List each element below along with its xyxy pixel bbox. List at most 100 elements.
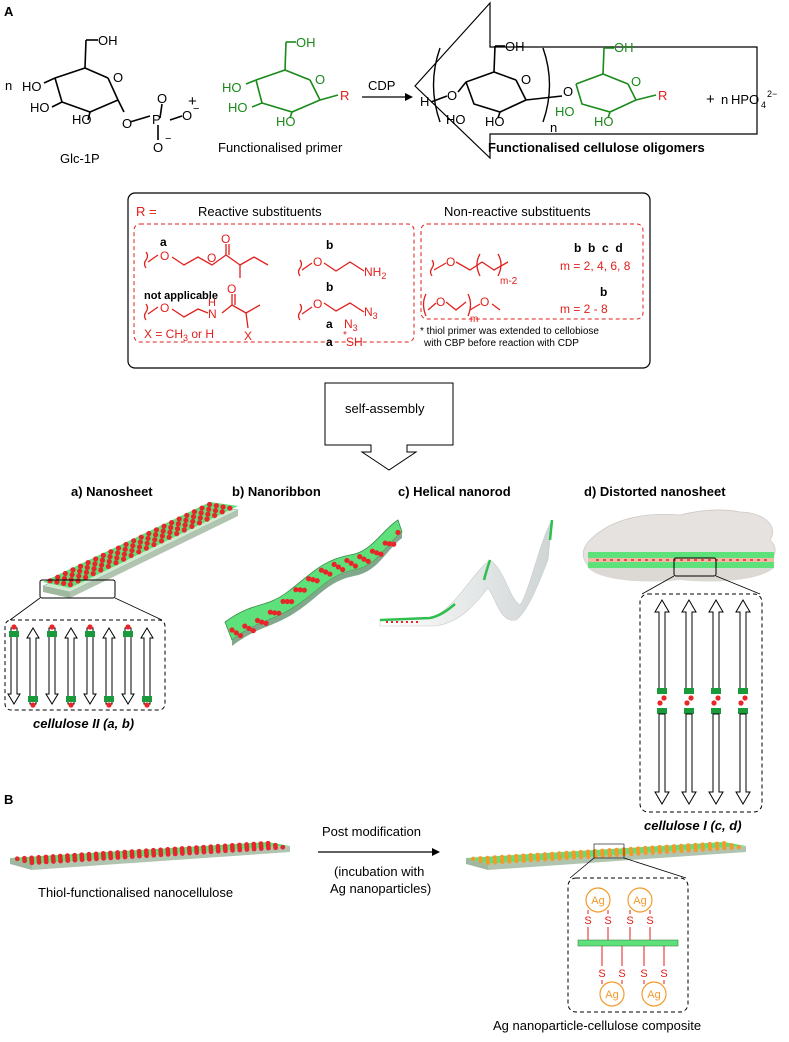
- surface-dot: [158, 847, 163, 853]
- azidoethyl-substituent: [297, 302, 365, 321]
- surface-dot: [318, 567, 324, 573]
- reducing-end: [47, 631, 57, 637]
- surface-dot: [114, 555, 120, 561]
- substituent-dot: [711, 700, 717, 706]
- chain-arrow: [121, 627, 135, 705]
- r-group-label: R: [340, 88, 349, 103]
- surface-dot: [77, 563, 84, 569]
- footnote-line-1: * thiol primer was extended to cellobios…: [420, 326, 599, 337]
- surface-dot: [122, 546, 128, 552]
- reducing-end: [123, 631, 133, 637]
- surface-dot: [138, 534, 144, 540]
- surface-dot: [557, 851, 562, 856]
- surface-dot: [166, 534, 172, 540]
- nonreactive-dashed-box: [420, 223, 644, 320]
- reducing-end: [657, 708, 667, 714]
- surface-dots: [14, 840, 286, 866]
- surface-dot: [61, 580, 67, 586]
- reducing-end: [85, 631, 95, 637]
- surface-dot: [83, 569, 90, 575]
- surface-dot: [382, 540, 388, 546]
- surface-dot: [50, 854, 56, 859]
- distorted-nanosheet-illustration: [582, 509, 776, 582]
- methacrylamide-substituent: [143, 294, 261, 329]
- surface-dot: [136, 848, 142, 854]
- surface-dot: [113, 560, 119, 566]
- surface-dot: [153, 532, 159, 538]
- reaction-arrowhead: [405, 93, 413, 101]
- byproduct-n: n: [721, 92, 728, 107]
- zoom-box: [39, 579, 116, 599]
- surface-dot: [175, 521, 181, 527]
- surface-dot: [189, 523, 195, 529]
- surface-dot: [14, 856, 20, 862]
- surface-dot: [215, 843, 221, 849]
- surface-dot: [167, 529, 173, 535]
- s-label: S: [640, 968, 647, 980]
- s-label: S: [618, 968, 625, 980]
- reactive-dashed-box: [133, 223, 415, 343]
- helical-nanorod-illustration: [379, 519, 554, 627]
- oh-label: OH: [505, 39, 525, 54]
- reducing-end: [684, 688, 694, 694]
- surface-dot: [100, 552, 106, 558]
- chain-arrow: [140, 627, 154, 705]
- reducing-end: [711, 708, 721, 714]
- surface-dot: [700, 842, 705, 847]
- surface-dot: [664, 844, 669, 849]
- chain-arrow: [735, 599, 751, 691]
- chain-arrow: [708, 713, 724, 805]
- surface-dot: [107, 554, 113, 560]
- ag-composite-illustration: [466, 841, 746, 870]
- surface-dot: [91, 566, 97, 572]
- surface-dot: [72, 852, 77, 858]
- ag-label: Ag: [633, 895, 646, 907]
- h-label: H: [420, 94, 429, 109]
- surface-dot: [585, 849, 591, 854]
- ho-label: HO: [276, 114, 296, 129]
- byproduct-superscript: 2−: [767, 89, 777, 99]
- enzyme-label: CDP: [368, 78, 395, 93]
- surface-dot: [212, 507, 219, 514]
- surface-dot: [650, 845, 655, 850]
- substituent-dot: [738, 700, 744, 706]
- morphology-title-nanosheet: a) Nanosheet: [71, 484, 153, 499]
- surface-dot: [293, 587, 299, 593]
- surface-dot: [199, 505, 205, 511]
- reducing-end: [711, 688, 721, 694]
- surface-dot: [514, 853, 519, 859]
- letter-a: a: [326, 335, 333, 349]
- surface-dot: [194, 845, 199, 851]
- nanoribbon-illustration: [224, 519, 403, 646]
- surface-dot: [165, 847, 171, 852]
- surface-dot: [143, 848, 149, 854]
- n3-label: N3: [364, 305, 378, 321]
- reducing-end: [657, 688, 667, 694]
- surface-dot: [254, 617, 261, 624]
- surface-dot: [158, 538, 165, 544]
- surface-dot: [182, 522, 188, 528]
- surface-dot: [258, 841, 264, 847]
- surface-dot: [237, 632, 244, 639]
- chain-arrow: [26, 627, 40, 705]
- m-values-alkyl: m = 2, 4, 6, 8: [560, 259, 631, 273]
- primer-caption: Functionalised primer: [218, 140, 343, 155]
- ring-oxygen-label: O: [315, 72, 325, 87]
- surface-dots: [47, 501, 233, 588]
- oxygen-label: O: [160, 301, 169, 315]
- s-label: S: [646, 915, 653, 927]
- surface-dot: [614, 847, 619, 853]
- surface-dot: [131, 538, 137, 544]
- amide-nitrogen-label: N: [208, 307, 217, 321]
- surface-dot: [378, 551, 384, 557]
- surface-dot: [47, 578, 53, 584]
- self-assembly-arrow: [324, 382, 454, 471]
- repeat-count-label: n: [550, 120, 557, 135]
- ho-label: HO: [22, 79, 42, 94]
- surface-dot: [115, 550, 121, 556]
- thiol-nanocellulose-label: Thiol-functionalised nanocellulose: [38, 885, 233, 900]
- substituent-dot: [49, 624, 55, 630]
- oxygen-label: O: [182, 108, 192, 123]
- surface-dot: [678, 843, 684, 849]
- surface-dot: [181, 527, 187, 533]
